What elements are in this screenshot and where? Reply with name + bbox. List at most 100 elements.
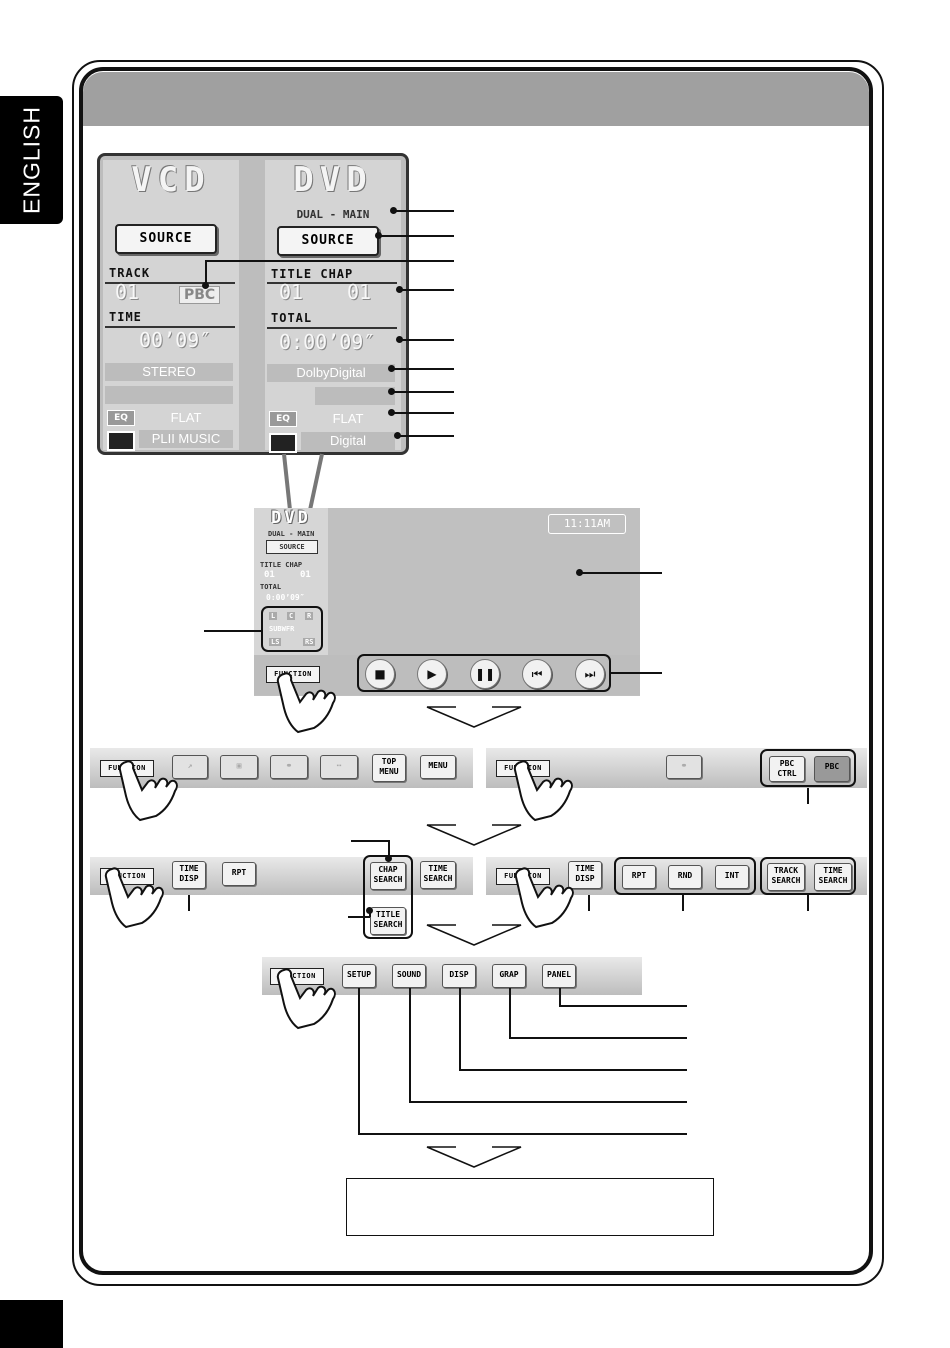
section-header-bar — [83, 72, 869, 126]
dolby-icon — [269, 433, 297, 453]
callout-line — [351, 840, 389, 842]
playback-controls: ■ ▶ ❚❚ ⏮ ⏭ — [357, 654, 611, 692]
subtitle-icon[interactable]: ⋯ — [320, 755, 358, 779]
play-mode-group: RPT RND INT — [614, 857, 756, 895]
vcd-search-group: TRACK SEARCH TIME SEARCH — [760, 857, 856, 895]
audio-icon[interactable]: ⚭ — [666, 755, 702, 779]
time-search-button[interactable]: TIME SEARCH — [814, 863, 852, 891]
monitor-title-value: 01 — [264, 570, 275, 580]
callout-line — [379, 235, 454, 237]
setup-button[interactable]: SETUP — [342, 964, 376, 988]
dvd-mode-label: DUAL - MAIN — [296, 208, 370, 221]
track-search-button[interactable]: TRACK SEARCH — [767, 863, 805, 891]
prev-icon[interactable]: ⏮ — [522, 659, 552, 689]
dvd-audio-format: DolbyDigital — [267, 364, 395, 382]
callout-line — [392, 391, 454, 393]
hand-pointer-icon — [513, 760, 573, 821]
time-disp-button[interactable]: TIME DISP — [568, 861, 602, 889]
dvd-source-button[interactable]: SOURCE — [277, 226, 379, 256]
repeat-button[interactable]: RPT — [222, 862, 256, 886]
chap-search-button[interactable]: CHAP SEARCH — [370, 862, 406, 890]
callout-line — [682, 895, 684, 911]
callout-dot — [388, 365, 395, 372]
vcd-eq-value: FLAT — [170, 410, 202, 425]
vcd-blank-info — [105, 386, 233, 404]
grap-button[interactable]: GRAP — [492, 964, 526, 988]
monitor-title-chap: TITLE CHAP — [260, 561, 303, 569]
callout-dot — [396, 286, 403, 293]
callout-dot — [388, 409, 395, 416]
callout-line — [409, 988, 411, 1102]
callout-dot — [576, 569, 583, 576]
monitor-mode: DUAL - MAIN — [268, 530, 315, 538]
language-label: ENGLISH — [18, 106, 44, 214]
down-arrow-icon — [426, 1146, 522, 1168]
vcd-audio-format: STEREO — [105, 363, 233, 381]
callout-line — [580, 572, 662, 574]
callout-line — [204, 630, 262, 632]
speaker-ls: LS — [269, 638, 282, 646]
dvd-search-bar: FUNCTION TIME DISP RPT TIME SEARCH — [90, 857, 473, 895]
repeat-button[interactable]: RPT — [622, 865, 656, 889]
stop-icon[interactable]: ■ — [365, 659, 395, 689]
dvd-title-value: 01 — [279, 280, 304, 304]
callout-dot — [396, 336, 403, 343]
callout-line — [588, 895, 590, 911]
dvd-chap-value: 01 — [347, 280, 372, 304]
hand-pointer-icon — [276, 968, 336, 1029]
outer-frame — [72, 60, 884, 1286]
callout-line — [392, 368, 454, 370]
pbc-group: PBC CTRL PBC — [760, 749, 856, 787]
zoomed-display-panel: VCD SOURCE TRACK 01 PBC TIME 00’09″ STER… — [97, 153, 409, 455]
pbc-button[interactable]: PBC — [814, 756, 850, 782]
disp-button[interactable]: DISP — [442, 964, 476, 988]
angle-icon[interactable]: ↗ — [172, 755, 208, 779]
menu-button[interactable]: MENU — [420, 755, 456, 779]
vcd-time-label: TIME — [109, 310, 142, 324]
vcd-source-button[interactable]: SOURCE — [115, 224, 217, 254]
callout-line — [400, 339, 454, 341]
monitor-source-button[interactable]: SOURCE — [266, 540, 318, 554]
time-search-button[interactable]: TIME SEARCH — [420, 861, 456, 889]
next-icon[interactable]: ⏭ — [575, 659, 605, 689]
panel-button[interactable]: PANEL — [542, 964, 576, 988]
vcd-track-label: TRACK — [109, 266, 151, 280]
down-arrow-icon — [426, 824, 522, 846]
callout-dot — [385, 855, 392, 862]
vcd-surround-mode: PLII MUSIC — [139, 430, 233, 448]
play-icon[interactable]: ▶ — [417, 659, 447, 689]
vcd-function-bar: FUNCTION ⚭ PBC CTRL PBC — [486, 748, 867, 788]
time-disp-button[interactable]: TIME DISP — [172, 861, 206, 889]
divider — [105, 326, 235, 328]
zoom-icon[interactable]: ▣ — [220, 755, 258, 779]
monitor-chap-value: 01 — [300, 570, 311, 580]
dvd-total-label: TOTAL — [271, 311, 313, 325]
callout-line — [358, 988, 360, 1134]
audio-icon[interactable]: ⚭ — [270, 755, 308, 779]
callout-line — [509, 988, 511, 1038]
callout-dot — [202, 282, 209, 289]
sound-button[interactable]: SOUND — [392, 964, 426, 988]
callout-line — [400, 289, 454, 291]
clock-display: 11:11AM — [548, 514, 626, 534]
monitor-total-value: 0:00’09″ — [266, 593, 305, 602]
callout-line — [559, 1005, 687, 1007]
eq-icon: EQ — [107, 410, 135, 426]
dvd-total-value: 0:00’09″ — [279, 330, 376, 354]
speaker-rs: RS — [303, 638, 316, 646]
common-function-bar: FUNCTION SETUP SOUND DISP GRAP PANEL — [262, 957, 642, 995]
title-search-button[interactable]: TITLE SEARCH — [370, 907, 406, 935]
speaker-r: R — [305, 612, 314, 620]
vcd-column: VCD SOURCE TRACK 01 PBC TIME 00’09″ STER… — [103, 160, 239, 451]
random-button[interactable]: RND — [668, 865, 702, 889]
zoom-connector — [282, 453, 324, 511]
callout-line — [358, 1133, 687, 1135]
pause-icon[interactable]: ❚❚ — [470, 659, 500, 689]
callout-line — [394, 210, 454, 212]
monitor-info-panel: DVD DUAL - MAIN SOURCE TITLE CHAP 01 01 … — [254, 508, 328, 663]
callout-dot — [388, 388, 395, 395]
top-menu-button[interactable]: TOP MENU — [372, 754, 406, 782]
pbc-ctrl-button[interactable]: PBC CTRL — [769, 756, 805, 782]
hand-pointer-icon — [104, 867, 164, 928]
intro-button[interactable]: INT — [715, 865, 749, 889]
